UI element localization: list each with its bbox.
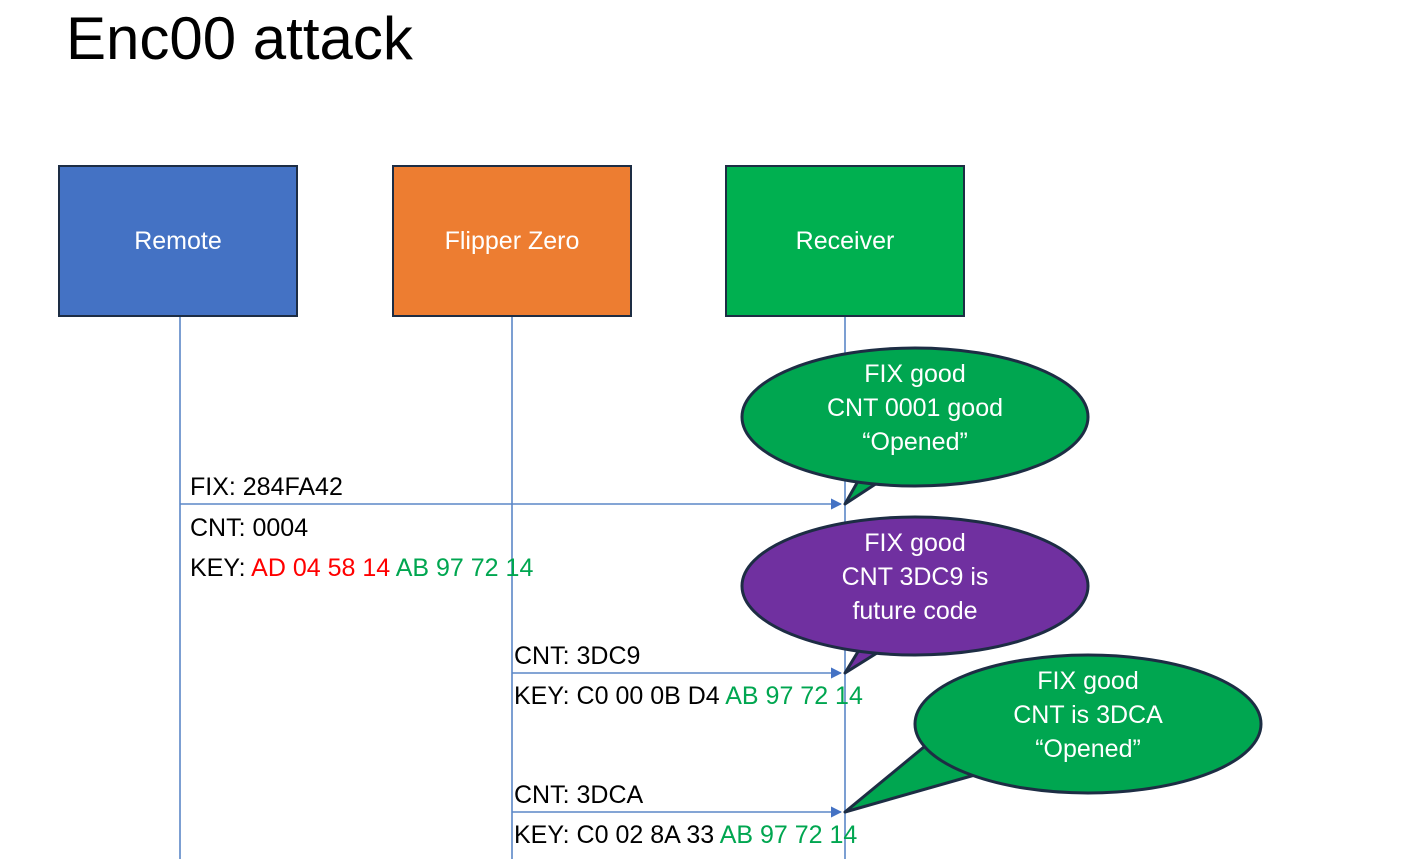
message-label-cnt-3dca: CNT: 3DCA: [514, 783, 643, 808]
actor-label-flipper: Flipper Zero: [444, 226, 580, 255]
callout-1-line-3: “Opened”: [862, 427, 968, 456]
actor-box-remote[interactable]: Remote: [58, 165, 298, 317]
page-title: Enc00 attack: [66, 5, 413, 72]
callout-2-line-2: CNT 3DC9 is: [841, 562, 989, 591]
actor-label-receiver: Receiver: [795, 226, 895, 255]
message-label-fix: FIX: 284FA42: [190, 475, 343, 500]
callout-bubble-1: [740, 346, 1090, 506]
callout-2-line-3: future code: [852, 596, 978, 625]
callout-text-1: FIX good CNT 0001 good “Opened”: [742, 358, 1088, 459]
actor-box-flipper[interactable]: Flipper Zero: [392, 165, 632, 317]
callout-bubble-2: [740, 515, 1090, 675]
key-3dca-prefix: KEY: C0 02 8A 33: [514, 821, 720, 849]
actor-box-receiver[interactable]: Receiver: [725, 165, 965, 317]
key-prefix: KEY:: [190, 554, 252, 582]
message-label-key-3dca: KEY: C0 02 8A 33 AB 97 72 14: [514, 823, 857, 848]
callout-3-line-1: FIX good: [1037, 667, 1139, 695]
message-label-key-3dc9: KEY: C0 00 0B D4 AB 97 72 14: [514, 684, 863, 709]
key-bytes-red: AD 04 58 14: [251, 554, 396, 582]
callout-1-line-2: CNT 0001 good: [826, 393, 1004, 422]
key-bytes-green: AB 97 72 14: [395, 554, 534, 582]
actor-label-remote: Remote: [134, 226, 222, 255]
callout-bubble-3: [843, 653, 1263, 814]
callout-text-3: FIX good CNT is 3DCA “Opened”: [915, 665, 1261, 766]
message-fix-value: FIX: 284FA42: [190, 473, 343, 501]
callout-3-line-2: CNT is 3DCA: [1013, 700, 1163, 729]
callout-2-line-1: FIX good: [864, 529, 966, 557]
callout-3-line-3: “Opened”: [1035, 734, 1141, 763]
message-cnt-value: CNT: 0004: [190, 514, 309, 542]
callout-1-line-1: FIX good: [864, 360, 966, 388]
key-3dc9-prefix: KEY: C0 00 0B D4: [514, 682, 726, 710]
callout-text-2: FIX good CNT 3DC9 is future code: [742, 527, 1088, 628]
message-label-cnt-0004: CNT: 0004: [190, 516, 308, 541]
message-label-cnt-3dc9: CNT: 3DC9: [514, 644, 640, 669]
message-label-key-remote: KEY: AD 04 58 14 AB 97 72 14: [190, 556, 533, 581]
key-3dc9-bytes-green: AB 97 72 14: [725, 682, 863, 710]
key-3dca-bytes-green: AB 97 72 14: [719, 821, 858, 849]
message-cnt-3dca-value: CNT: 3DCA: [514, 781, 644, 809]
message-cnt-3dc9-value: CNT: 3DC9: [514, 642, 641, 670]
